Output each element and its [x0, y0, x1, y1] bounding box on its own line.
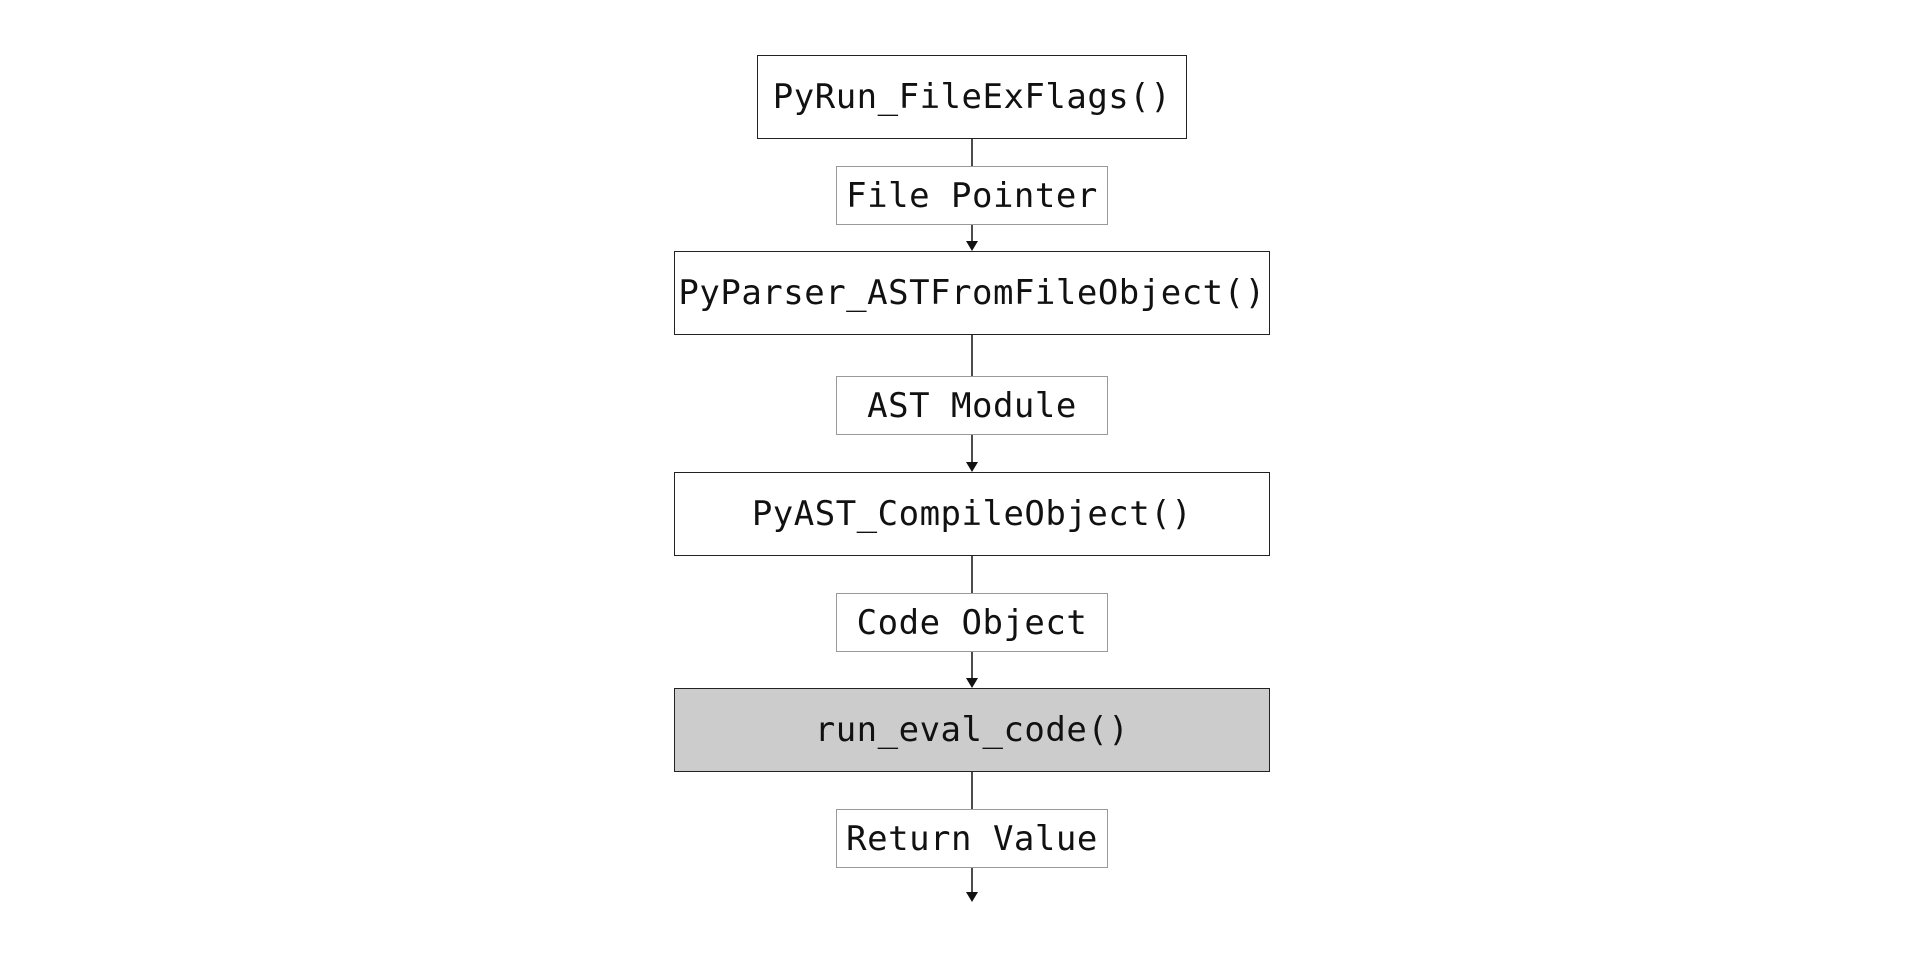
arrowhead-icon	[966, 462, 978, 472]
function-label: PyRun_FileExFlags()	[772, 77, 1172, 117]
data-label: AST Module	[867, 385, 1077, 426]
data-box-file-pointer: File Pointer	[836, 166, 1108, 225]
data-box-ast-module: AST Module	[836, 376, 1108, 435]
data-label: Code Object	[856, 602, 1088, 643]
data-box-code-object: Code Object	[836, 593, 1108, 652]
function-box-pyparser-astfromfileobject: PyParser_ASTFromFileObject()	[674, 251, 1270, 335]
function-label: run_eval_code()	[814, 710, 1130, 750]
data-label: Return Value	[846, 818, 1098, 859]
data-box-return-value: Return Value	[836, 809, 1108, 868]
function-label: PyParser_ASTFromFileObject()	[678, 273, 1266, 313]
data-label: File Pointer	[846, 175, 1098, 216]
arrowhead-icon	[966, 241, 978, 251]
function-label: PyAST_CompileObject()	[751, 494, 1193, 534]
function-box-pyast-compileobject: PyAST_CompileObject()	[674, 472, 1270, 556]
function-box-pyrun-fileexflags: PyRun_FileExFlags()	[757, 55, 1187, 139]
arrowhead-icon	[966, 892, 978, 902]
function-box-run-eval-code: run_eval_code()	[674, 688, 1270, 772]
arrowhead-icon	[966, 678, 978, 688]
